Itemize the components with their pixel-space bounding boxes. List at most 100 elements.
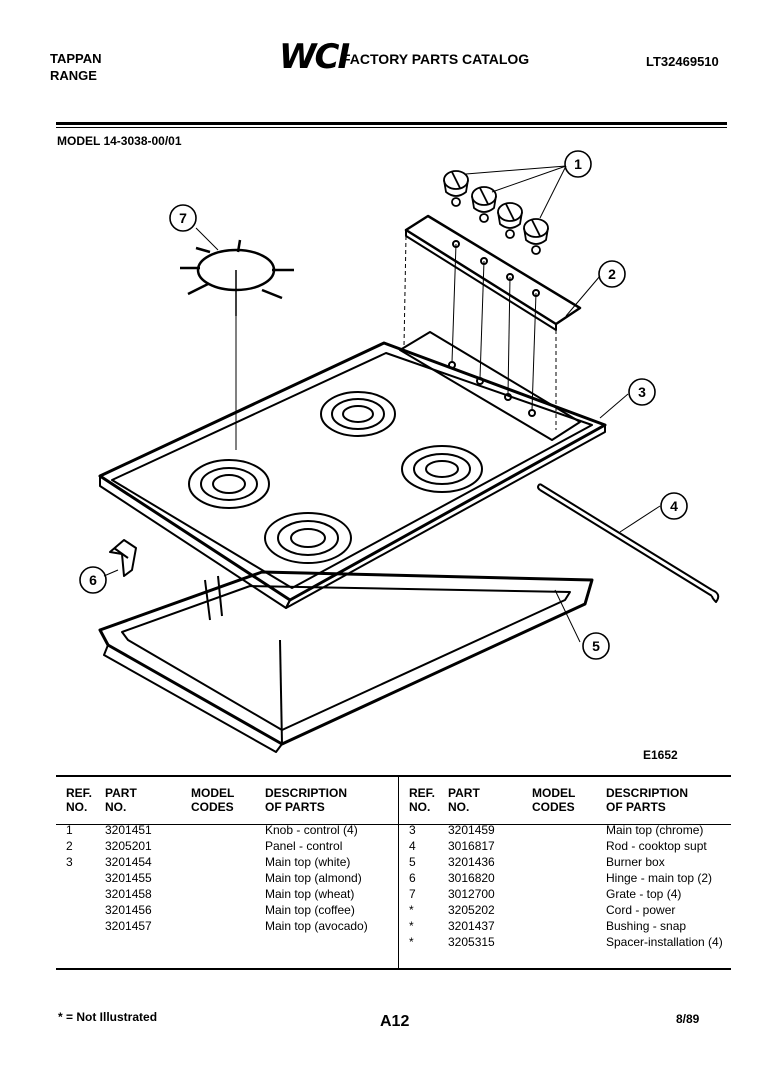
model-number: MODEL 14-3038-00/01 — [57, 134, 182, 148]
cell-desc: Spacer-installation (4) — [606, 935, 723, 949]
table-row: 2 3205201 Panel - control — [66, 838, 396, 854]
cell-part: 3201454 — [105, 855, 152, 869]
cell-desc: Main top (wheat) — [265, 887, 355, 901]
table-header-rule — [56, 824, 731, 825]
table-row: 5 3201436 Burner box — [409, 854, 734, 870]
callout-2: 2 — [608, 266, 616, 282]
table-bottom-rule — [56, 968, 731, 970]
brand-name: TAPPAN — [50, 51, 102, 66]
cell-model — [191, 902, 265, 918]
page-number: A12 — [380, 1013, 410, 1030]
cell-ref — [66, 886, 105, 902]
alignment-lines — [403, 235, 557, 430]
callout-4: 4 — [670, 498, 678, 514]
cell-model — [532, 902, 606, 918]
cell-desc: Main top (white) — [265, 855, 351, 869]
cell-model — [191, 822, 265, 838]
table-row: 3201457 Main top (avocado) — [66, 918, 396, 934]
cell-desc: Burner box — [606, 855, 665, 869]
cell-part: 3016817 — [448, 839, 495, 853]
exploded-parts-diagram: 1 2 3 4 5 6 7 — [79, 150, 720, 753]
footnote: * = Not Illustrated — [58, 1010, 158, 1024]
callout-3: 3 — [638, 384, 646, 400]
cell-part: 3201436 — [448, 855, 495, 869]
cell-ref: * — [409, 919, 414, 933]
burner-opening-rear — [320, 391, 396, 437]
wci-logo: WCI — [279, 37, 350, 77]
cell-desc: Main top (chrome) — [606, 823, 704, 837]
catalog-number: LT32469510 — [646, 54, 719, 69]
cell-ref: 5 — [409, 855, 416, 869]
callout-1: 1 — [574, 156, 582, 172]
cell-part: 3201451 — [105, 823, 152, 837]
main-top — [98, 331, 607, 609]
cell-ref: 3 — [66, 855, 73, 869]
cell-desc: Knob - control (4) — [265, 823, 358, 837]
cell-part: 3016820 — [448, 871, 495, 885]
product-type: RANGE — [50, 68, 97, 83]
cell-model — [532, 886, 606, 902]
callout-circles — [79, 150, 688, 660]
table-row: 3201456 Main top (coffee) — [66, 902, 396, 918]
cell-part: 3201457 — [105, 919, 152, 933]
cell-model — [532, 854, 606, 870]
table-row: 3 3201459 Main top (chrome) — [409, 822, 734, 838]
cell-model — [532, 870, 606, 886]
cell-desc: Panel - control — [265, 839, 343, 853]
cell-part: 3205202 — [448, 903, 495, 917]
col-ref: REF.NO. — [66, 786, 93, 814]
cell-ref: 2 — [66, 839, 73, 853]
cell-model — [532, 934, 606, 950]
cell-desc: Hinge - main top (2) — [606, 871, 713, 885]
knob-2 — [471, 186, 497, 223]
revision-date: 8/89 — [676, 1012, 700, 1026]
callout-5: 5 — [592, 638, 600, 654]
cell-ref: 4 — [409, 839, 416, 853]
cell-part: 3201437 — [448, 919, 495, 933]
cell-ref: 6 — [409, 871, 416, 885]
cell-ref: * — [409, 935, 414, 949]
cell-ref — [66, 918, 105, 934]
cell-model — [191, 886, 265, 902]
cell-ref: 7 — [409, 887, 416, 901]
cell-part: 3201459 — [448, 823, 495, 837]
cell-model — [191, 838, 265, 854]
table-divider — [398, 776, 399, 969]
cell-part: 3201456 — [105, 903, 152, 917]
header-rule-thin — [56, 127, 727, 128]
table-row: * 3205315 Spacer-installation (4) — [409, 934, 734, 950]
header-rule — [56, 122, 727, 125]
cell-desc: Main top (almond) — [265, 871, 362, 885]
cell-model — [191, 870, 265, 886]
cell-model — [532, 822, 606, 838]
cell-model — [532, 918, 606, 934]
cooktop-rod — [537, 483, 720, 603]
cell-part: 3205201 — [105, 839, 152, 853]
knob-1 — [443, 170, 469, 207]
cell-ref: * — [409, 903, 414, 917]
cell-part: 3205315 — [448, 935, 495, 949]
cell-ref — [66, 870, 105, 886]
knob-3 — [497, 202, 523, 239]
cell-model — [532, 838, 606, 854]
cell-desc: Main top (coffee) — [265, 903, 355, 917]
cell-desc: Grate - top (4) — [606, 887, 682, 901]
table-row: 6 3016820 Hinge - main top (2) — [409, 870, 734, 886]
table-row: 3 3201454 Main top (white) — [66, 854, 396, 870]
cell-ref: 3 — [409, 823, 416, 837]
control-panel — [404, 214, 582, 331]
control-knobs — [443, 170, 549, 255]
burner-grate — [180, 239, 294, 450]
cell-desc: Main top (avocado) — [265, 919, 368, 933]
